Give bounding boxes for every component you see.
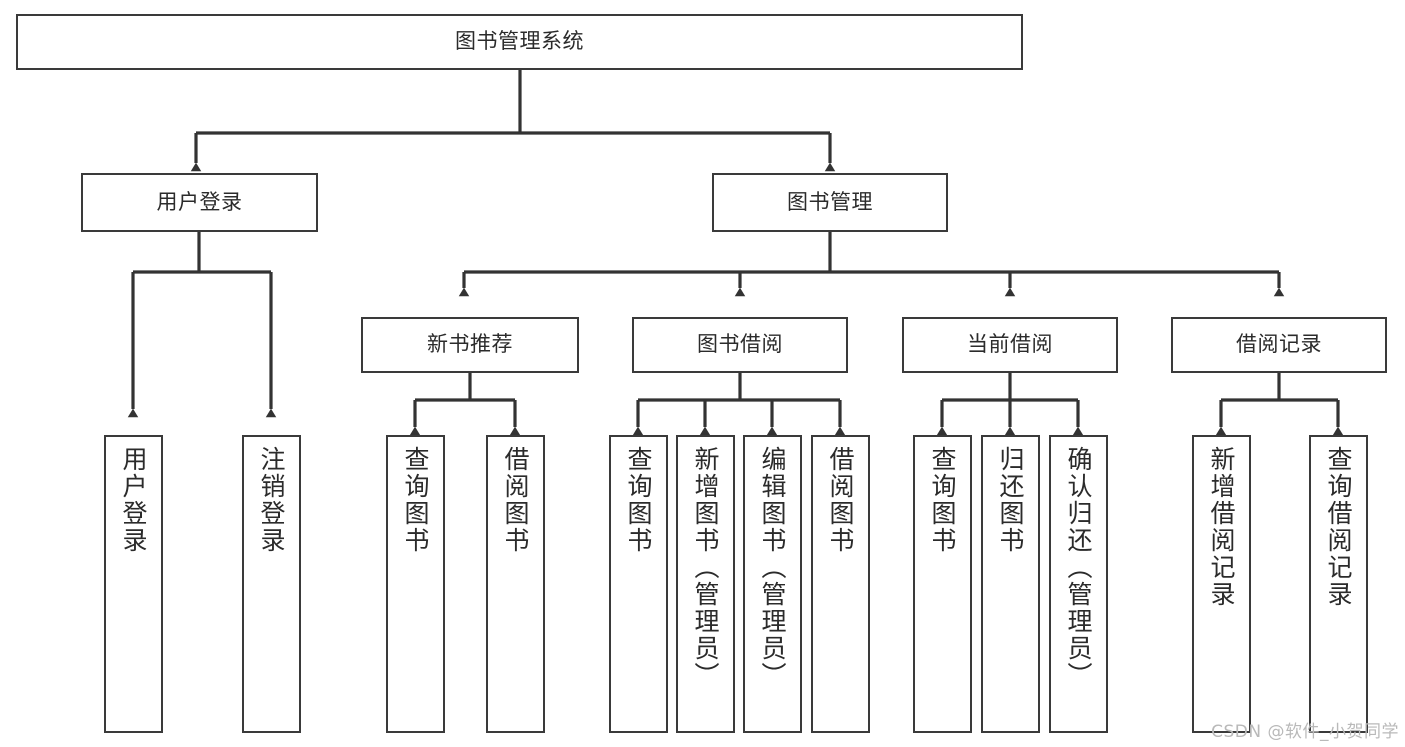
csdn-watermark: CSDN @软件_小贺同学 xyxy=(1211,722,1399,742)
node-label: 新书推荐 xyxy=(427,332,513,357)
node-label: 查询图书 xyxy=(401,446,430,554)
leaf-add-borrow-record[interactable]: 新增借阅记录 xyxy=(1192,435,1251,733)
leaf-query-book-current[interactable]: 查询图书 xyxy=(913,435,972,733)
node-label: 用户登录 xyxy=(156,189,243,214)
node-label: 用户登录 xyxy=(119,446,148,554)
node-borrow-record[interactable]: 借阅记录 xyxy=(1171,317,1387,373)
leaf-query-book-recommend[interactable]: 查询图书 xyxy=(386,435,445,733)
node-label: 注销登录 xyxy=(257,446,286,554)
node-book-borrow[interactable]: 图书借阅 xyxy=(632,317,848,373)
node-label: 新增图书（管理员） xyxy=(691,446,720,689)
node-label: 新增借阅记录 xyxy=(1207,446,1236,608)
node-label: 图书管理 xyxy=(787,189,873,214)
leaf-add-book-admin[interactable]: 新增图书（管理员） xyxy=(676,435,735,733)
leaf-borrow-book-recommend[interactable]: 借阅图书 xyxy=(486,435,545,733)
node-label: 借阅图书 xyxy=(826,446,855,554)
leaf-confirm-return-admin[interactable]: 确认归还（管理员） xyxy=(1049,435,1108,733)
node-label: 借阅图书 xyxy=(501,446,530,554)
leaf-query-borrow-record[interactable]: 查询借阅记录 xyxy=(1309,435,1368,733)
leaf-query-book-borrow[interactable]: 查询图书 xyxy=(609,435,668,733)
node-label: 当前借阅 xyxy=(967,332,1053,357)
leaf-edit-book-admin[interactable]: 编辑图书（管理员） xyxy=(743,435,802,733)
node-current-borrow[interactable]: 当前借阅 xyxy=(902,317,1118,373)
leaf-borrow-book[interactable]: 借阅图书 xyxy=(811,435,870,733)
node-label: 查询借阅记录 xyxy=(1324,446,1353,608)
node-label: 编辑图书（管理员） xyxy=(758,446,787,689)
node-label: 查询图书 xyxy=(624,446,653,554)
node-label: 查询图书 xyxy=(928,446,957,554)
node-root-book-management-system[interactable]: 图书管理系统 xyxy=(16,14,1023,70)
leaf-logout[interactable]: 注销登录 xyxy=(242,435,301,733)
leaf-return-book[interactable]: 归还图书 xyxy=(981,435,1040,733)
node-new-book-recommend[interactable]: 新书推荐 xyxy=(361,317,579,373)
node-label: 借阅记录 xyxy=(1236,332,1322,357)
node-label: 图书借阅 xyxy=(697,332,783,357)
node-user-login[interactable]: 用户登录 xyxy=(81,173,318,232)
node-label: 图书管理系统 xyxy=(455,29,584,54)
node-label: 确认归还（管理员） xyxy=(1064,446,1093,689)
node-book-management[interactable]: 图书管理 xyxy=(712,173,948,232)
node-label: 归还图书 xyxy=(996,446,1025,554)
leaf-user-login[interactable]: 用户登录 xyxy=(104,435,163,733)
